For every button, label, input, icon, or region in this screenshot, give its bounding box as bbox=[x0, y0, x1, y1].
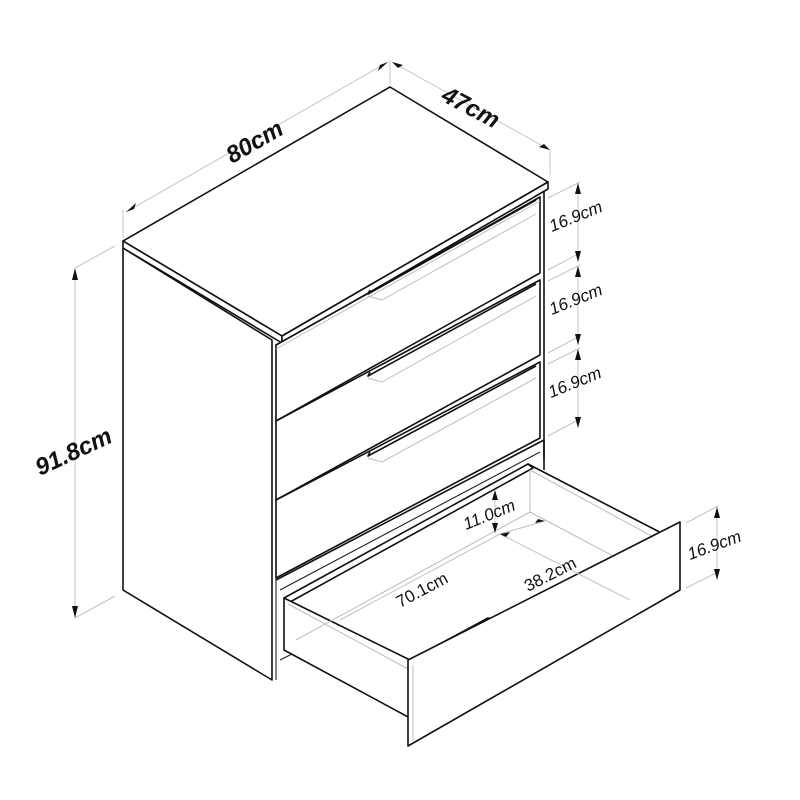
drawer-2[interactable] bbox=[275, 279, 541, 501]
dimension-drawer-3 bbox=[547, 347, 581, 437]
dimension-inner-depth bbox=[499, 519, 631, 601]
dimension-drawer-1 bbox=[547, 181, 581, 271]
label-open-drawer-front: 16.9cm bbox=[685, 527, 744, 564]
dimension-open-drawer-front bbox=[685, 505, 720, 589]
dimension-drawer-2 bbox=[547, 264, 581, 354]
open-drawer[interactable] bbox=[283, 463, 681, 747]
label-drawer-2: 16.9cm bbox=[546, 280, 605, 319]
drawer-1[interactable] bbox=[275, 196, 541, 422]
dimension-inner-height bbox=[492, 490, 498, 533]
label-drawer-1: 16.9cm bbox=[546, 197, 605, 236]
dimension-depth bbox=[391, 61, 551, 175]
dimension-height bbox=[72, 245, 116, 619]
dimension-inner-length bbox=[339, 533, 501, 621]
drawer-front[interactable] bbox=[407, 521, 681, 747]
label-height: 91.8cm bbox=[31, 423, 116, 482]
dimension-width bbox=[122, 60, 391, 238]
label-drawer-3: 16.9cm bbox=[545, 363, 604, 402]
drawer-3[interactable] bbox=[275, 361, 541, 579]
side-panel bbox=[122, 247, 273, 681]
